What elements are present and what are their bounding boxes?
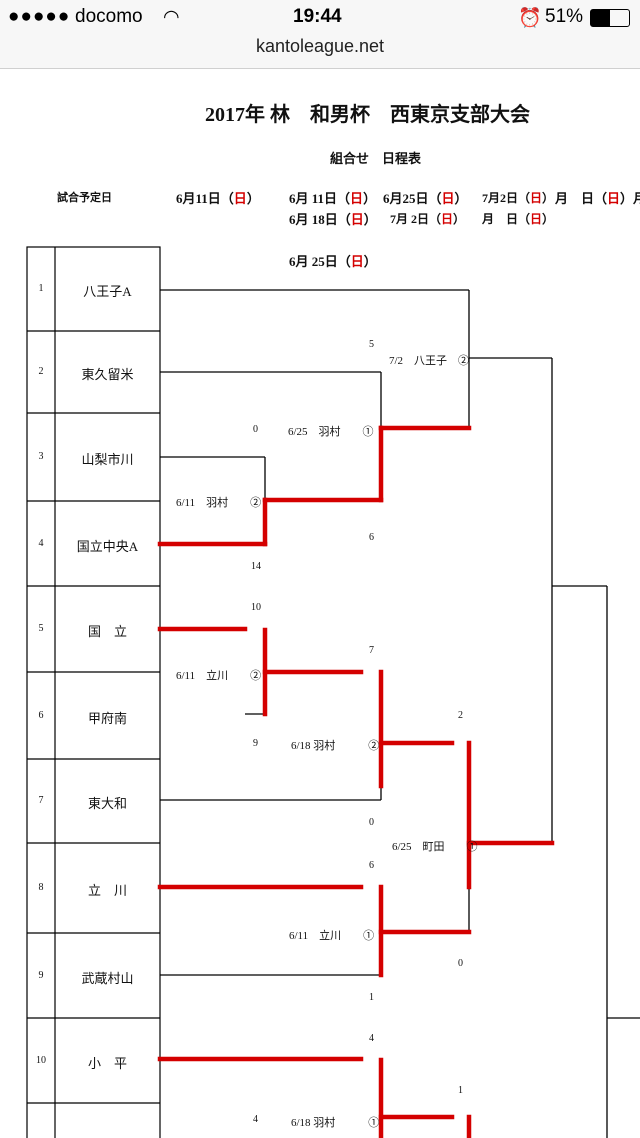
match-label: 6/25 羽村 ①: [288, 426, 374, 438]
carrier: docomo: [75, 6, 143, 27]
schedule-date: 7月2日（日）: [482, 191, 555, 205]
score: 4: [369, 1033, 374, 1044]
page-subtitle: 組合せ 日程表: [330, 151, 422, 166]
seed-number: 9: [38, 969, 44, 981]
team-name: 小 平: [87, 1055, 127, 1071]
score: 1: [369, 992, 374, 1003]
team-name: 東大和: [87, 796, 127, 811]
score: 1: [458, 1085, 463, 1096]
schedule-date: 月 日（日）: [482, 212, 555, 226]
score: 5: [369, 339, 374, 350]
page-title: 2017年 林 和男杯 西東京支部大会: [205, 104, 530, 126]
seed-number: 10: [36, 1054, 46, 1066]
battery-percent: 51%: [545, 6, 584, 27]
seed-number: 2: [38, 366, 44, 377]
match-label: 6/11 羽村 ②: [176, 497, 262, 509]
schedule-date: 月 日（日）月: [555, 191, 640, 206]
score: 6: [369, 532, 374, 543]
alarm-icon: ⏰: [518, 8, 542, 29]
match-label: 7/2 八王子 ②: [389, 355, 470, 367]
seed-number: 8: [38, 882, 44, 893]
team-name: 国立中央A: [76, 538, 139, 554]
team-name: 国 立: [87, 624, 127, 639]
team-name: 立 川: [87, 883, 127, 898]
match-label: 6/18 羽村 ①: [291, 1117, 380, 1129]
score: 7: [369, 645, 374, 656]
seed-number: 5: [38, 623, 44, 634]
team-name: 武蔵村山: [81, 970, 134, 986]
schedule-date: 6月 25日（日）: [289, 254, 377, 269]
schedule-date: 6月25日（日）: [383, 191, 468, 206]
seed-number: 7: [38, 795, 44, 806]
score: 6: [369, 860, 374, 871]
match-label: 6/11 立川 ②: [176, 670, 262, 682]
seed-number: 6: [38, 709, 44, 721]
seed-number: 3: [38, 451, 44, 462]
url-bar[interactable]: kantoleague.net: [255, 36, 385, 56]
team-name: 東久留米: [81, 367, 134, 382]
score: 14: [251, 561, 261, 572]
battery-icon: [590, 9, 630, 27]
schedule-date: 6月 11日（日）: [289, 191, 377, 206]
schedule-date: 7月 2日（日）: [390, 212, 466, 226]
score: 4: [253, 1114, 258, 1125]
schedule-date: 6月11日（日）: [176, 191, 260, 206]
schedule-date: 6月 18日（日）: [289, 212, 377, 227]
seed-number: 1: [38, 283, 44, 294]
seed-number: 4: [38, 537, 44, 549]
team-name: 甲府南: [87, 710, 127, 726]
match-label: 6/25 町田 ①: [392, 841, 478, 853]
signal-icon: ●●●●●: [8, 6, 71, 27]
team-name: 山梨市川: [81, 452, 134, 467]
score: 0: [253, 424, 258, 435]
clock: 19:44: [293, 6, 342, 27]
score: 2: [458, 710, 463, 721]
wifi-icon: ◠: [163, 7, 180, 28]
match-label: 6/18 羽村 ②: [291, 740, 380, 752]
score: 0: [458, 958, 463, 969]
team-table: [26, 246, 161, 1138]
score: 10: [251, 602, 261, 613]
team-name: 八王子A: [83, 284, 132, 299]
score: 9: [253, 738, 258, 749]
schedule-label: 試合予定日: [57, 192, 112, 204]
browser-status-bar: ●●●●● docomo ◠ 19:44 ⏰ 51% kantoleague.n…: [0, 0, 640, 69]
score: 0: [369, 817, 374, 828]
match-label: 6/11 立川 ①: [289, 930, 375, 942]
